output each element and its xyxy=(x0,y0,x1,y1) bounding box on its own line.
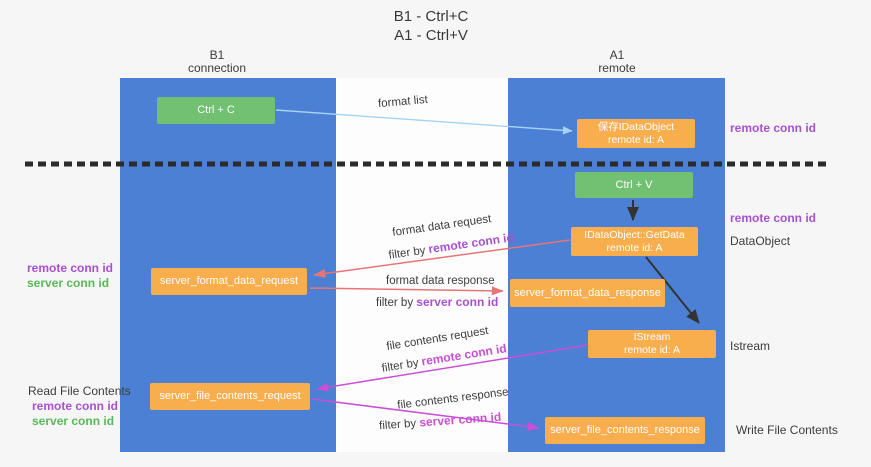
right-column-name: A1 xyxy=(609,48,625,62)
remote-conn-id-label-top-right: remote conn id xyxy=(730,121,817,135)
save-idataobject-line2: remote id: A xyxy=(607,133,665,146)
write-file-contents-label: Write File Contents xyxy=(736,423,838,437)
remote-conn-id-label-left-2: remote conn id xyxy=(32,399,119,413)
server-conn-id-label-left-2: server conn id xyxy=(32,414,115,428)
server-conn-id-text: server conn id xyxy=(416,295,499,309)
dataobject-label: DataObject xyxy=(730,234,791,248)
format-response-filter-label: filter by server conn id xyxy=(376,295,498,309)
server-file-contents-response-label: server_file_contents_response xyxy=(550,424,700,436)
filter-by-text: filter by xyxy=(376,297,417,309)
left-conn-id-pair-bottom: remote conn id server conn id xyxy=(32,399,118,429)
save-idataobject-line1: 保存IDataObject xyxy=(597,120,675,133)
server-format-data-response-box: server_format_data_response xyxy=(510,279,665,307)
left-column-name: B1 xyxy=(209,48,225,62)
server-format-data-request-label: server_format_data_request xyxy=(159,275,299,287)
right-column-role: remote xyxy=(598,61,636,75)
title-line-2: A1 - Ctrl+V xyxy=(394,27,468,44)
idataobject-getdata-box: IDataObject::GetData remote id: A xyxy=(571,227,698,256)
server-format-data-request-box: server_format_data_request xyxy=(151,268,307,295)
idataobject-getdata-line1: IDataObject::GetData xyxy=(584,228,685,241)
istream-side-label: Istream xyxy=(730,339,771,353)
server-file-contents-response-box: server_file_contents_response xyxy=(545,417,705,444)
server-file-contents-request-label: server_file_contents_request xyxy=(159,390,301,402)
istream-box: IStream remote id: A xyxy=(588,330,716,358)
remote-conn-id-label-right: remote conn id xyxy=(730,211,817,225)
server-file-contents-request-box: server_file_contents_request xyxy=(150,383,310,410)
diagram-title: B1 - Ctrl+C A1 - Ctrl+V xyxy=(331,7,531,45)
ctrl-v-label: Ctrl + V xyxy=(615,178,653,191)
read-file-contents-label: Read File Contents xyxy=(28,384,131,398)
ctrl-v-box: Ctrl + V xyxy=(575,172,693,198)
left-conn-id-pair-top: remote conn id server conn id xyxy=(27,261,113,291)
server-format-data-response-label: server_format_data_response xyxy=(514,286,661,299)
format-data-response-label: format data response xyxy=(386,275,495,287)
title-line-1: B1 - Ctrl+C xyxy=(393,8,469,25)
ctrl-c-label: Ctrl + C xyxy=(197,104,235,116)
left-column-header: B1 connection xyxy=(147,49,287,75)
istream-line2: remote id: A xyxy=(623,344,681,356)
left-column-role: connection xyxy=(187,61,247,75)
save-idataobject-box: 保存IDataObject remote id: A xyxy=(577,119,695,148)
idataobject-getdata-line2: remote id: A xyxy=(606,241,663,254)
right-column-header: A1 remote xyxy=(547,49,687,75)
remote-conn-id-label-left: remote conn id xyxy=(27,261,114,275)
ctrl-c-box: Ctrl + C xyxy=(157,97,275,124)
istream-line1: IStream xyxy=(633,331,671,343)
server-conn-id-label-left: server conn id xyxy=(27,276,110,290)
